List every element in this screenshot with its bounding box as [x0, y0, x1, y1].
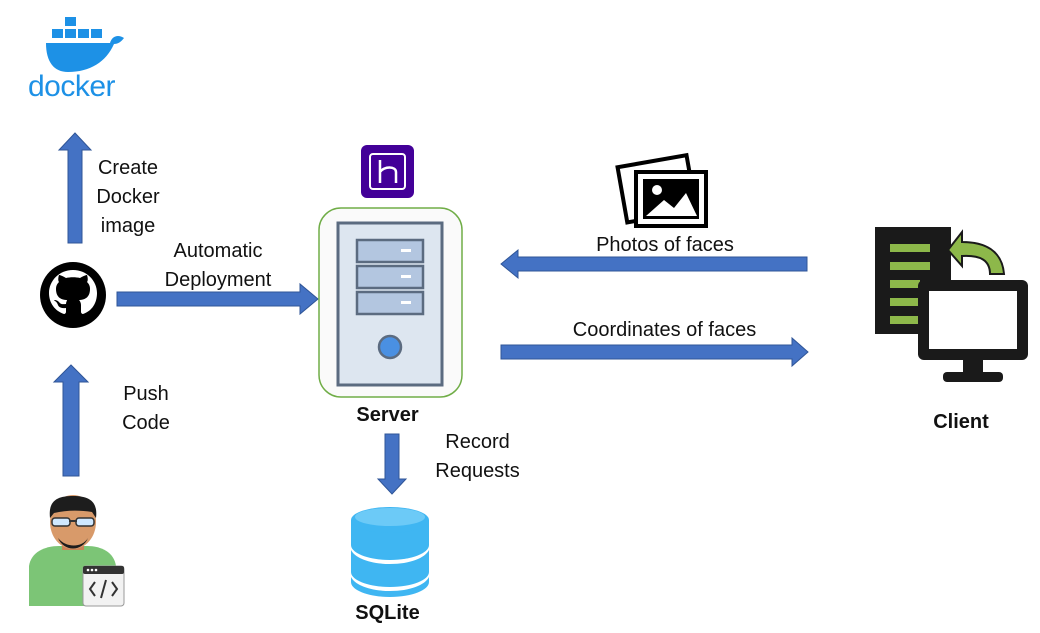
- label-photos: Photos of faces: [596, 234, 734, 256]
- label-auto-deploy: Automatic Deployment: [164, 240, 272, 291]
- database-icon: [351, 507, 429, 597]
- label-push-code: Push Code: [122, 383, 170, 434]
- docker-wordmark: docker: [28, 70, 116, 103]
- server-node: [318, 207, 463, 398]
- arrow-coordinates: [500, 336, 809, 368]
- label-record-requests: Record Requests: [435, 431, 520, 482]
- label-coordinates: Coordinates of faces: [572, 319, 757, 341]
- server-tower-icon: [336, 221, 444, 387]
- developer-icon: [29, 495, 125, 607]
- server-label: Server: [356, 404, 419, 426]
- arrow-push-code: [52, 364, 90, 477]
- sqlite-label: SQLite: [355, 602, 420, 624]
- docker-whale-icon: [46, 17, 124, 72]
- arrow-create-image: [57, 132, 93, 244]
- client-computer-icon: [875, 227, 1028, 382]
- label-create-image: Create Docker image: [96, 157, 160, 237]
- photos-icon: [615, 152, 708, 228]
- arrow-auto-deploy: [116, 282, 319, 316]
- arrow-photos: [500, 248, 808, 280]
- heroku-icon: [361, 145, 414, 198]
- arrow-record-requests: [376, 433, 408, 495]
- client-label: Client: [933, 411, 989, 433]
- github-icon: [40, 262, 106, 328]
